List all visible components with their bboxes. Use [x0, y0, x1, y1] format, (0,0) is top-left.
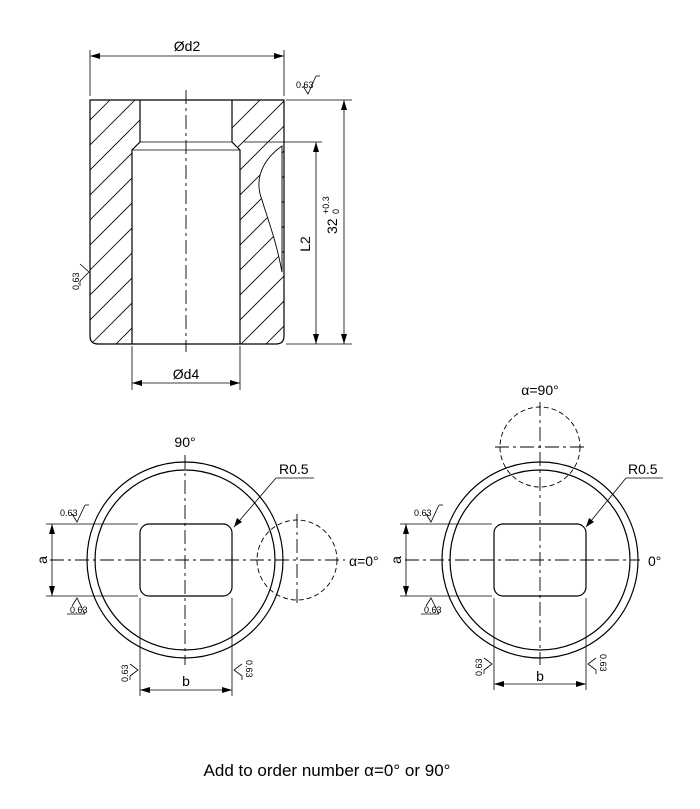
roughness-symbol-top: 0.63	[296, 75, 320, 95]
hatch-left-wall	[90, 100, 140, 344]
dim-32-tol-upper: +0.3	[321, 196, 331, 214]
roughness-top-value: 0.63	[296, 80, 314, 90]
dim-a-label: a	[34, 556, 50, 564]
dim-b-label: b	[536, 668, 544, 684]
radius-label: R0.5	[628, 461, 658, 477]
roughness-b1: 0.63	[474, 658, 484, 676]
dimension-d4: Ød4	[131, 346, 241, 390]
roughness-bl: 0.63	[70, 605, 88, 615]
dim-32-tol-lower: 0	[331, 209, 341, 214]
roughness-b2: 0.63	[244, 660, 254, 678]
break-out-region	[258, 145, 283, 273]
end-view-alpha-90: α=90° 0° R0.5 a b 0.63 0.63 0.63 0.6	[388, 382, 663, 690]
angle-alpha-90-label: α=90°	[521, 382, 558, 398]
outer-outline	[89, 99, 285, 345]
roughness-tl: 0.63	[60, 508, 78, 518]
roughness-b2: 0.63	[598, 654, 608, 672]
hatch-right-wall	[232, 100, 284, 344]
radius-label: R0.5	[279, 461, 309, 477]
end-view-alpha-0: 90° α=0° R0.5 a b 0.63 0.63 0.63 0.6	[34, 434, 379, 696]
dimension-d2: Ød2	[89, 38, 285, 96]
roughness-bl: 0.63	[424, 605, 442, 615]
dim-d2-label: Ød2	[174, 38, 201, 54]
roughness-tl: 0.63	[414, 508, 432, 518]
dim-a-label: a	[388, 556, 404, 564]
angle-alpha-0-label: α=0°	[349, 553, 379, 569]
order-note: Add to order number α=0° or 90°	[204, 761, 451, 780]
dimension-l2: L2	[244, 141, 352, 345]
dim-b-label: b	[182, 673, 190, 689]
section-view: Ød2 Ød4 L2 32 +0.3 0	[71, 38, 352, 390]
angle-90-label: 90°	[174, 434, 195, 450]
roughness-left-value: 0.63	[71, 272, 81, 290]
dimension-32: 32 +0.3 0	[286, 99, 352, 344]
roughness-b1: 0.63	[120, 664, 130, 682]
angle-0-label: 0°	[648, 553, 661, 569]
dim-32-label: 32	[324, 218, 340, 234]
bore-outline	[131, 100, 241, 344]
dim-l2-label: L2	[297, 236, 313, 252]
dim-d4-label: Ød4	[173, 366, 200, 382]
roughness-symbol-left: 0.63	[71, 263, 90, 290]
